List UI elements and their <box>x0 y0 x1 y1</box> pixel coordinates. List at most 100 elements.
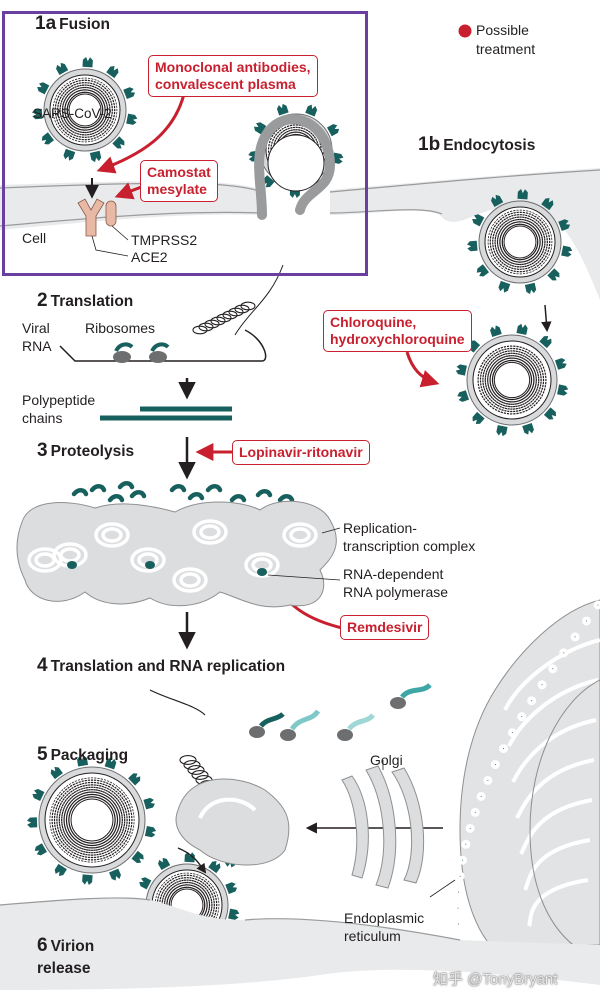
cell-membrane-top-right <box>330 168 600 300</box>
er-ribosome <box>490 760 500 770</box>
ribosome <box>280 709 321 741</box>
spike-protein <box>557 384 569 396</box>
legend-label-1: Possible <box>476 22 529 38</box>
step-5-number: 5 <box>37 744 48 765</box>
step-6-label-2: release <box>37 960 91 977</box>
rna-helix <box>192 301 256 335</box>
er-label-1: Endoplasmic <box>344 910 425 926</box>
er-ribosome <box>476 791 486 801</box>
spike-protein <box>476 264 489 277</box>
spike-protein <box>305 104 318 117</box>
watermark: 知乎 @TonyBryant <box>433 971 558 988</box>
spike-protein <box>208 860 221 874</box>
er-ribosome <box>458 855 468 865</box>
rdrp <box>257 568 267 576</box>
er-ribosome <box>559 648 569 658</box>
tmprss2-label: TMPRSS2 <box>131 232 198 248</box>
er-ribosome <box>537 680 547 690</box>
rna-strand-4 <box>149 689 206 716</box>
drug-mab-line-1: Monoclonal antibodies, <box>155 59 311 75</box>
spike-protein <box>522 422 534 435</box>
spike-protein <box>32 788 45 802</box>
spike-protein <box>524 282 537 295</box>
spike-protein <box>32 108 43 120</box>
spike-protein <box>543 407 557 420</box>
spike-protein <box>547 268 560 281</box>
ace2-receptor <box>77 198 105 237</box>
spike-protein <box>472 411 485 425</box>
spike-protein <box>262 175 275 188</box>
spike-protein <box>128 773 141 786</box>
spike-protein <box>490 325 502 338</box>
step-4-number: 4 <box>37 655 48 676</box>
er-ribosome <box>507 728 517 738</box>
spike-protein <box>554 358 567 370</box>
viral-rna-label-2: RNA <box>22 338 52 354</box>
spike-protein <box>184 851 195 863</box>
step-2-number: 2 <box>37 290 48 311</box>
spike-protein <box>139 877 152 890</box>
spike-protein <box>225 882 238 895</box>
step-1a-number: 1a <box>35 13 57 34</box>
spike-protein <box>467 240 478 252</box>
drug-chloroquine-line-2: hydroxychloroquine <box>330 331 465 347</box>
drug-chloroquine-line-1: Chloroquine, <box>330 314 417 330</box>
er-ribosome <box>570 632 580 642</box>
golgi-label: Golgi <box>370 752 403 768</box>
spike-protein <box>109 868 121 881</box>
rdrp-label-2: RNA polymerase <box>343 584 449 600</box>
spike-protein <box>455 364 467 376</box>
er-ribosome <box>517 712 527 722</box>
step-6-number: 6 <box>37 935 48 956</box>
er-ribosome <box>581 616 591 626</box>
legend-label-2: treatment <box>476 41 536 57</box>
drug-monoclonal-antibodies: Monoclonal antibodies, convalescent plas… <box>148 55 318 97</box>
rdrp-label-1: RNA-dependent <box>343 566 444 582</box>
spike-protein <box>41 132 54 145</box>
spike-protein <box>106 65 119 79</box>
rtc-label-1: Replication- <box>343 520 417 536</box>
polypeptide-chains <box>100 406 232 421</box>
spike-protein <box>517 188 528 200</box>
drug-remdesivir: Remdesivir <box>340 615 430 640</box>
spike-protein <box>158 857 171 871</box>
ribosome <box>337 713 375 741</box>
virus-sars-cov-2 <box>32 56 138 163</box>
drug-camostat-line-1: Camostat <box>147 164 211 180</box>
er-ribosome <box>453 919 463 929</box>
golgi-apparatus <box>341 765 425 889</box>
spike-protein <box>82 56 93 68</box>
spike-protein <box>123 87 136 100</box>
drug-lopinavir-ritonavir: Lopinavir-ritonavir <box>232 440 370 465</box>
cell-label: Cell <box>22 230 47 246</box>
spike-protein <box>50 766 63 780</box>
er-ribosome <box>483 775 493 785</box>
spike-protein <box>228 908 240 920</box>
spike-protein <box>496 425 508 437</box>
spike-protein <box>143 797 155 810</box>
spike-protein <box>457 390 470 402</box>
spike-protein <box>561 245 573 257</box>
replication-transcription-complex <box>16 500 337 608</box>
viral-rna-label-1: Viral <box>22 320 50 336</box>
spike-protein <box>77 755 89 767</box>
step-1b-label: Endocytosis <box>443 137 536 154</box>
drug-chloroquine: Chloroquine, hydroxychloroquine <box>323 310 472 352</box>
er-ribosome <box>593 600 600 610</box>
ace2-label: ACE2 <box>131 249 168 265</box>
spike-protein <box>104 757 117 770</box>
fusion-highlight-box <box>2 11 368 276</box>
spike-protein <box>326 124 340 137</box>
drug-camostat-line-2: mesylate <box>147 181 207 197</box>
spike-protein <box>276 103 289 116</box>
spike-protein <box>63 148 76 161</box>
spike-protein <box>332 152 344 164</box>
er-ribosome <box>548 664 558 674</box>
ribosome <box>249 712 285 738</box>
spike-protein <box>131 850 144 864</box>
er-ribosome <box>499 744 509 754</box>
